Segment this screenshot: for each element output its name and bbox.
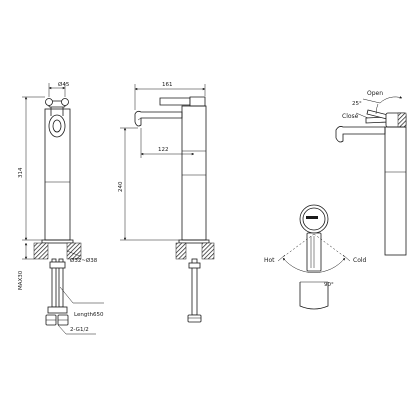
deck-right-hatch xyxy=(67,243,81,259)
tilt-spout xyxy=(335,126,386,143)
side-deck-left-hatch xyxy=(176,243,186,259)
hose-length-label: Length650 xyxy=(74,312,104,318)
side-spout xyxy=(134,110,183,127)
spout-width-dimension: 161 xyxy=(134,82,206,110)
handle-diameter-dimension: Ø45 xyxy=(48,81,70,97)
tilt-body xyxy=(384,126,407,256)
side-body xyxy=(181,105,207,241)
max-deck-label: MAX30 xyxy=(18,270,24,290)
supply-hoses xyxy=(45,258,69,326)
close-label: Close xyxy=(342,113,359,120)
tilt-operation-view: Open 25° Close xyxy=(335,90,407,256)
hole-diameter-label: Ø32~Ø38 xyxy=(70,257,98,264)
spout-reach-dimension: 122 xyxy=(140,128,195,158)
total-height-dimension: 314 xyxy=(18,96,45,241)
total-height-label: 314 xyxy=(18,167,24,178)
spout-height-dimension: 240 xyxy=(118,127,179,241)
side-lever xyxy=(159,97,191,106)
front-view: Ø45 314 MAX30 Ø32~Ø38 Length650 2-G1/2 xyxy=(18,81,104,335)
open-label: Open xyxy=(367,90,383,97)
max-deck-dimension: MAX30 xyxy=(18,242,34,290)
rotation-angle-label: 90° xyxy=(324,282,334,288)
side-view: 161 122 240 xyxy=(118,82,215,323)
rotation-operation-view: Hot Cold 90° xyxy=(264,204,367,310)
deck-left-hatch xyxy=(34,243,48,259)
handle-knob xyxy=(45,98,69,138)
cold-label: Cold xyxy=(353,257,367,264)
spout-width-label: 161 xyxy=(162,82,173,88)
connection-label: 2-G1/2 xyxy=(70,327,89,333)
spout-height-label: 240 xyxy=(118,181,124,192)
side-deck-right-hatch xyxy=(202,243,214,259)
spout-reach-label: 122 xyxy=(158,147,169,153)
faucet-base xyxy=(41,239,74,244)
hot-label: Hot xyxy=(264,257,275,264)
handle-diameter-label: Ø45 xyxy=(58,81,70,88)
tilt-angle-label: 25° xyxy=(352,101,362,107)
